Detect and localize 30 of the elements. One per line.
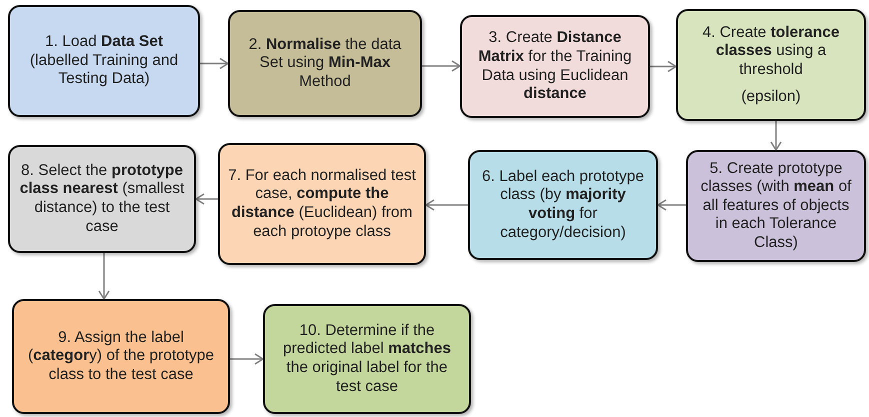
step-text: 7. For each normalised test case, compute the distance (Euclidean) from each protoype class	[228, 166, 416, 242]
step-text: (epsilon)	[741, 88, 801, 106]
process-box	[686, 150, 866, 262]
step-text: 8. Select the prototype class nearest (smallest distance) to the test case	[18, 162, 186, 236]
step-text: 4. Create tolerance classes using a threshold	[702, 24, 840, 80]
arrow	[230, 353, 264, 365]
arrow	[770, 121, 782, 151]
step-text: 9. Assign the label (category) of the prototype class to the test case	[26, 328, 216, 384]
arrow	[650, 60, 677, 72]
arrow	[422, 60, 461, 72]
step-text: 2. Normalise the data Set using Min-Max Method	[248, 36, 402, 92]
process-box	[12, 299, 230, 414]
process-box	[263, 304, 471, 414]
arrow	[98, 253, 110, 300]
process-box	[218, 143, 426, 265]
process-box	[8, 5, 200, 117]
step-text: 6. Label each prototype class (by majority voting for category/decision)	[480, 168, 645, 242]
step-text: 1. Load Data Set (labelled Training and Testing Data)	[28, 33, 180, 89]
arrow	[200, 58, 229, 70]
process-box	[8, 145, 196, 253]
step-text: 10. Determine if the predicted label matches the original label for the test case	[282, 322, 452, 396]
arrow	[425, 199, 468, 211]
arrow	[657, 199, 686, 211]
process-box	[460, 15, 650, 118]
process-box	[228, 10, 422, 117]
arrow	[195, 193, 218, 205]
step-text: 5. Create prototype classes (with mean of all features of objects in each Tolerance Class)	[700, 160, 852, 252]
process-box	[468, 150, 658, 260]
step-text: 3. Create Distance Matrix for the Training Data using Euclidean distance	[477, 29, 633, 104]
process-box	[676, 9, 866, 121]
